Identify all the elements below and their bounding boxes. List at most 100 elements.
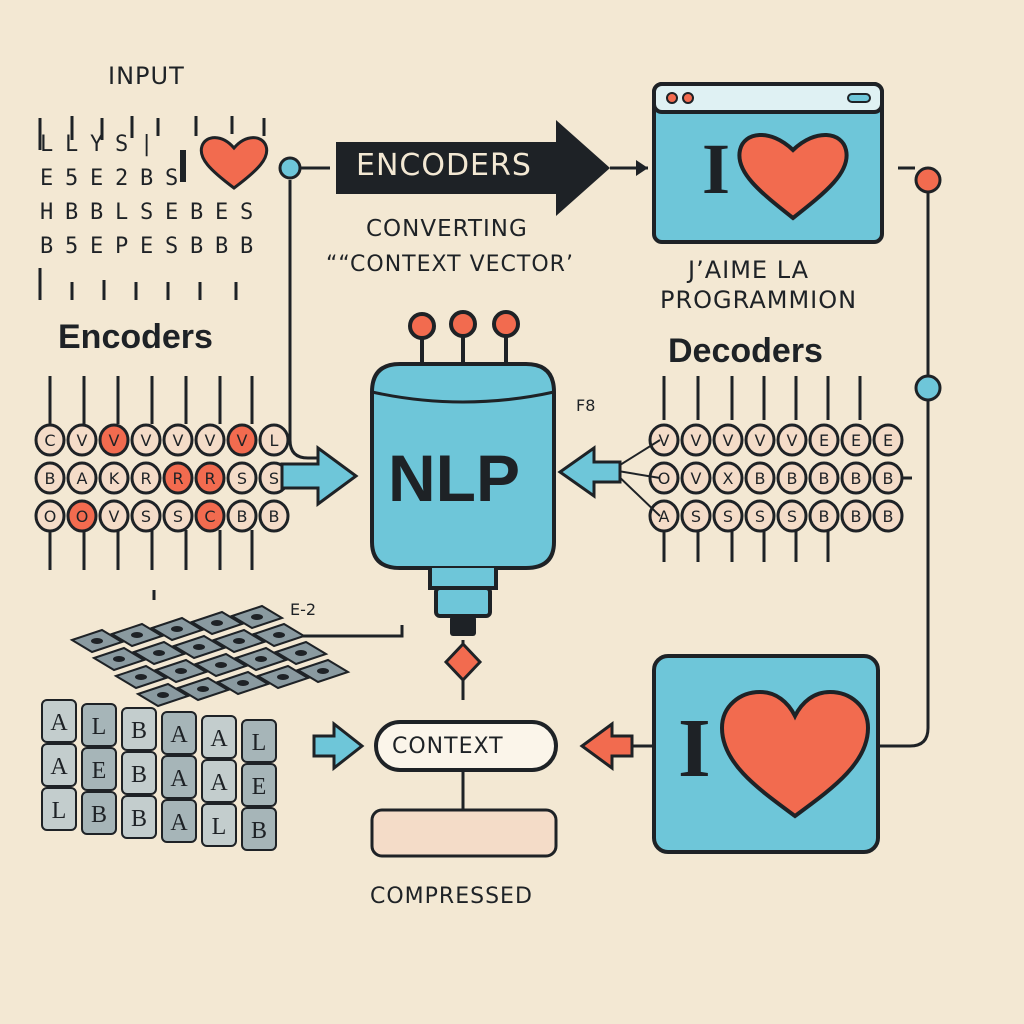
bead	[130, 423, 162, 457]
bead	[808, 499, 840, 533]
cube-face	[121, 751, 157, 795]
cube-letter: A	[50, 710, 68, 736]
bead	[680, 461, 712, 495]
cube-hole	[113, 656, 125, 662]
bead	[712, 423, 744, 457]
context-vector-label: ““CONTEXT VECTOR’	[326, 252, 574, 277]
cube-hole	[273, 632, 285, 638]
bead	[162, 423, 194, 457]
bead	[648, 499, 680, 533]
encoders-to-nlp-arrow	[280, 445, 359, 507]
nlp-knob-1	[408, 312, 436, 340]
cube-hole	[91, 638, 103, 644]
input-letter: 5	[65, 234, 79, 259]
cube-face	[241, 763, 277, 807]
bead	[34, 499, 66, 533]
bead	[34, 461, 66, 495]
coral-connector-dot	[914, 166, 942, 194]
input-letter: E	[215, 200, 229, 225]
cube-face	[201, 803, 237, 847]
bead	[744, 461, 776, 495]
nlp-label: NLP	[388, 441, 520, 515]
cube-hole	[131, 632, 143, 638]
cube-face	[161, 711, 197, 755]
input-heart-icon	[199, 136, 269, 190]
bead-letter: S	[141, 507, 151, 526]
bead	[226, 423, 258, 457]
window-toggle	[847, 93, 871, 103]
bead	[66, 423, 98, 457]
heart-icon	[737, 133, 849, 221]
cube-hole	[295, 650, 307, 656]
bead	[840, 461, 872, 495]
french-line-1: J’AIME LA	[688, 256, 810, 284]
cube-letter: A	[170, 766, 188, 792]
bead	[162, 499, 194, 533]
bead	[98, 499, 130, 533]
window-i-bottom: I	[678, 702, 711, 795]
input-letter: E	[140, 234, 154, 259]
bead-letter: B	[819, 469, 830, 488]
input-letter: |	[140, 132, 154, 157]
bead-letter: O	[658, 469, 671, 488]
cube-face	[41, 787, 77, 831]
bead	[840, 423, 872, 457]
bead-letter: V	[723, 431, 734, 450]
cube-face	[161, 755, 197, 799]
arrowhead-icon	[636, 160, 648, 176]
bead	[226, 499, 258, 533]
bead-letter: R	[204, 469, 215, 488]
input-letter: H	[40, 200, 54, 225]
teal-connector-dot	[278, 156, 302, 180]
cube-face	[81, 791, 117, 835]
input-letter: B	[40, 234, 54, 259]
bead-letter: B	[851, 507, 862, 526]
bead	[98, 423, 130, 457]
bead	[808, 461, 840, 495]
french-line-2: PROGRAMMION	[660, 286, 858, 314]
bead	[776, 499, 808, 533]
nlp-knob-2	[449, 310, 477, 338]
context-label: CONTEXT	[392, 734, 504, 759]
cube-face	[81, 747, 117, 791]
cube-hole	[211, 620, 223, 626]
cube-face	[241, 719, 277, 763]
input-to-nlp-line	[288, 180, 330, 460]
cube-letter: A	[50, 754, 68, 780]
right-return-line	[880, 190, 930, 748]
input-letter: L	[115, 200, 129, 225]
encoder-pins	[48, 376, 254, 600]
cube-to-context-arrow	[312, 720, 365, 772]
cube-letter: E	[92, 758, 107, 784]
teal-connector-dot-right	[914, 374, 942, 402]
bead	[130, 461, 162, 495]
bead-letter: V	[659, 431, 670, 450]
bead	[258, 423, 290, 457]
input-letter: B	[190, 200, 204, 225]
input-letter: B	[140, 166, 154, 191]
cube-face	[41, 743, 77, 787]
bead-letter: S	[237, 469, 247, 488]
bead	[712, 499, 744, 533]
bead	[744, 499, 776, 533]
cube-hole	[277, 674, 289, 680]
bead-letter: S	[787, 507, 797, 526]
cube-hole	[153, 650, 165, 656]
bead-letter: B	[819, 507, 830, 526]
cube-hole	[237, 680, 249, 686]
window-min-dot	[682, 92, 694, 104]
cube-face	[81, 703, 117, 747]
bead-letter: B	[883, 507, 894, 526]
bead	[840, 499, 872, 533]
bead-letter: E	[819, 431, 829, 450]
cube-letter: A	[170, 722, 188, 748]
context-pill	[374, 720, 558, 772]
input-letter: S	[165, 234, 179, 259]
input-letter: B	[240, 234, 254, 259]
bead-letter: E	[883, 431, 893, 450]
input-letter: E	[40, 166, 54, 191]
bead-letter: V	[787, 431, 798, 450]
